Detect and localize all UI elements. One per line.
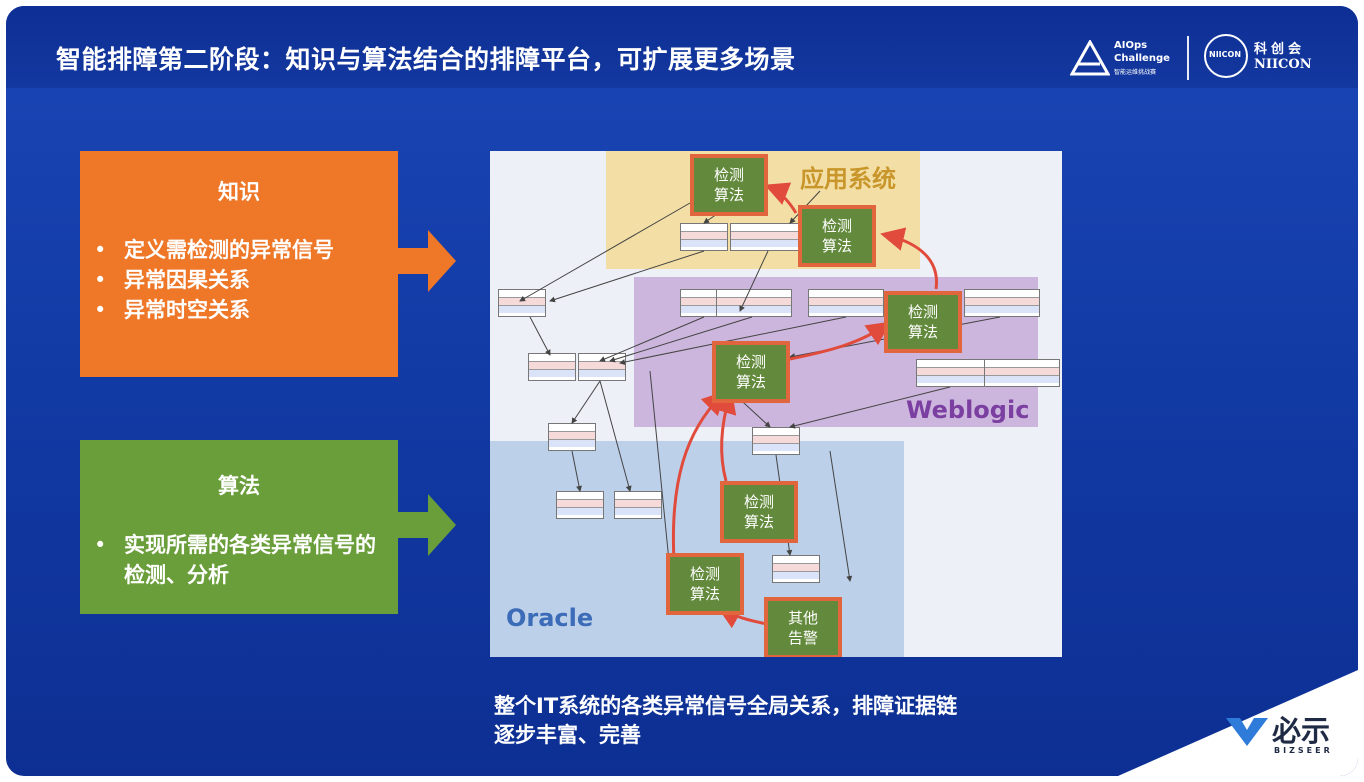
caption-line2: 逐步丰富、完善: [494, 723, 641, 747]
algorithm-box: 算法 实现所需的各类异常信号的检测、分析: [80, 440, 398, 614]
detection-algorithm-node: 检测算法: [720, 481, 798, 543]
metric-node: [916, 359, 992, 387]
aiops-logo-line1: AIOps: [1114, 40, 1148, 51]
bizseer-v-icon: [1226, 718, 1268, 746]
weblogic-label: Weblogic: [906, 396, 1030, 424]
metric-node: [614, 491, 662, 519]
node-label: 检测算法: [743, 493, 774, 531]
niicon-seal-text: NIICON: [1209, 50, 1242, 59]
metric-node: [772, 555, 820, 583]
knowledge-item: 异常时空关系: [94, 295, 334, 325]
aiops-logo-line3: 智能运维挑战赛: [1114, 69, 1157, 76]
node-label: 检测算法: [907, 303, 938, 341]
algorithm-item: 实现所需的各类异常信号的检测、分析: [94, 530, 392, 590]
niicon-logo-cn: 科创会: [1254, 42, 1306, 57]
detection-algorithm-node: 检测算法: [798, 205, 876, 267]
caption-line1: 整个IT系统的各类异常信号全局关系，排障证据链: [494, 694, 958, 718]
node-label: 检测算法: [821, 217, 852, 255]
knowledge-item: 定义需检测的异常信号: [94, 235, 334, 265]
slide-title: 智能排障第二阶段：知识与算法结合的排障平台，可扩展更多场景: [56, 45, 796, 74]
aiops-triangle-icon: [1070, 40, 1110, 76]
detection-algorithm-node: 检测算法: [884, 291, 962, 353]
metric-node: [964, 289, 1040, 317]
algorithm-arrow-icon: [398, 494, 456, 556]
algorithm-list: 实现所需的各类异常信号的检测、分析: [94, 530, 392, 590]
node-label: 检测算法: [689, 565, 720, 603]
detection-algorithm-node: 检测算法: [712, 341, 790, 403]
metric-node: [808, 289, 884, 317]
title-bar: 智能排障第二阶段：知识与算法结合的排障平台，可扩展更多场景 AIOps Chal…: [6, 6, 1358, 88]
diagram-edges: [519, 182, 1001, 629]
detection-algorithm-node: 检测算法: [690, 154, 768, 216]
node-label: 检测算法: [735, 353, 766, 391]
metric-node: [716, 289, 792, 317]
metric-node: [984, 359, 1060, 387]
caption: 整个IT系统的各类异常信号全局关系，排障证据链 逐步丰富、完善: [494, 692, 957, 750]
metric-node: [498, 289, 546, 317]
algorithm-heading: 算法: [218, 474, 260, 498]
knowledge-item: 异常因果关系: [94, 265, 334, 295]
anomaly-graph-diagram: 应用系统 Weblogic Oracle 检测算法 检测算法 检测算法 检测算法…: [490, 151, 1062, 657]
slide: 智能排障第二阶段：知识与算法结合的排障平台，可扩展更多场景 AIOps Chal…: [6, 6, 1358, 776]
niicon-seal-icon: NIICON: [1204, 34, 1248, 78]
node-label: 其他告警: [787, 609, 818, 647]
brand-cn: 必示: [1272, 714, 1331, 748]
oracle-label: Oracle: [506, 604, 594, 632]
brand-en: BIZSEER: [1274, 746, 1333, 755]
other-alert-node: 其他告警: [764, 597, 842, 657]
aiops-challenge-logo: AIOps Challenge 智能运维挑战赛: [1070, 36, 1170, 80]
app-system-label: 应用系统: [800, 165, 896, 193]
knowledge-box: 知识 定义需检测的异常信号 异常因果关系 异常时空关系: [80, 151, 398, 377]
metric-node: [548, 423, 596, 451]
metric-node: [528, 353, 576, 381]
knowledge-heading: 知识: [218, 180, 260, 204]
knowledge-list: 定义需检测的异常信号 异常因果关系 异常时空关系: [94, 235, 334, 325]
aiops-logo-line2: Challenge: [1114, 53, 1170, 64]
metric-node: [730, 223, 806, 251]
knowledge-arrow-icon: [398, 230, 456, 292]
niicon-logo-en: NIICON: [1254, 57, 1312, 72]
logo-divider: [1187, 36, 1189, 80]
node-label: 检测算法: [713, 166, 744, 204]
detection-algorithm-node: 检测算法: [666, 553, 744, 615]
metric-node: [752, 427, 800, 455]
